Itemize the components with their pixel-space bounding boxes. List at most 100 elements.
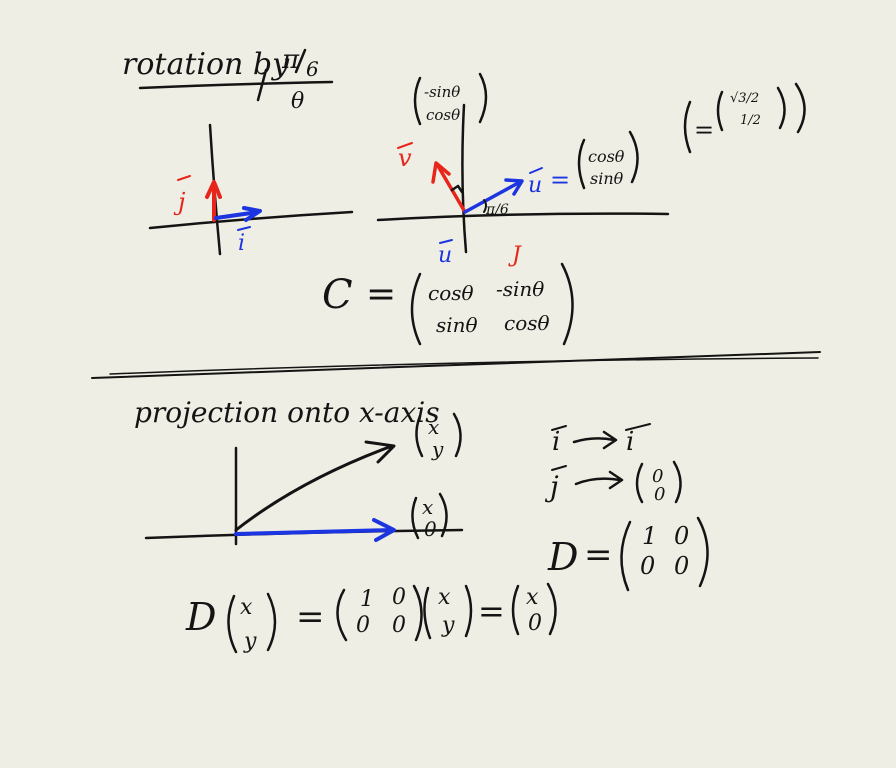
u-label-arrow-mark (529, 167, 543, 174)
map-j-paren-right (672, 460, 682, 504)
v-vec-paren-right (478, 72, 488, 124)
v-vec-top: -sinθ (424, 83, 460, 101)
eq-vec2-top: x (438, 585, 451, 610)
x-axis-middle (376, 212, 670, 222)
section-divider (91, 351, 821, 379)
eq-result-paren-right (546, 582, 557, 636)
basis-mappings: i i j 0 0 (544, 423, 682, 505)
eq-result-paren-left (511, 584, 520, 636)
eq-sign-1: = (296, 597, 325, 637)
u-vec-paren-left (577, 138, 586, 190)
v-label-arrow-mark (397, 142, 413, 149)
eq-matrix-r2c1: 0 (356, 613, 370, 638)
below-u-arrow-mark (439, 239, 453, 244)
angle-mark-label: π/6 (485, 202, 509, 218)
vector-projection-arrow (234, 518, 396, 542)
title-underline (138, 80, 334, 90)
map-j-arrow (574, 470, 624, 490)
matrix-d-r1c2: 0 (674, 522, 689, 550)
map-i-from-arrow-mark (551, 425, 567, 431)
matrix-c: C = cosθ -sinθ sinθ cosθ (322, 262, 574, 346)
u-vec-top: cosθ (588, 147, 625, 166)
eq-matrix-r1c1: 1 (360, 587, 374, 612)
eq-d-name: D (185, 595, 216, 639)
matrix-d-r1c1: 1 (642, 522, 657, 550)
matrix-d: D = 1 0 0 0 (547, 516, 709, 592)
u-label: u (528, 173, 542, 198)
eq-vec2-paren-left (423, 586, 432, 640)
result-paren-left (683, 100, 692, 154)
i-label: i (238, 231, 245, 256)
eq-vec2-bottom: y (441, 613, 455, 638)
standard-basis-plot: j i (148, 123, 354, 256)
matrix-d-name: D (547, 535, 578, 579)
eq-vec2-paren-right (464, 584, 473, 638)
vector-xy-arrow (234, 440, 396, 532)
projection-equation: D x y = 1 0 0 0 x y = x 0 (185, 582, 557, 654)
eq-matrix-paren-right (412, 584, 423, 642)
proj-vec-paren-right (438, 492, 448, 538)
matrix-d-paren-right (696, 516, 709, 588)
matrix-d-eq: = (584, 535, 613, 575)
map-j-from: j (544, 470, 559, 503)
i-vector-arrow (214, 206, 262, 222)
map-i-arrow (572, 430, 618, 450)
eq-result-bottom: 0 (528, 611, 542, 636)
rotation-title: rotation by (122, 47, 290, 82)
xy-vec-paren-right (452, 412, 462, 458)
matrix-c-r1c1: cosθ (428, 281, 474, 305)
projection-plot: x y x 0 (144, 412, 464, 546)
proj-vec-bottom: 0 (424, 517, 437, 541)
matrix-c-r2c2: cosθ (504, 311, 550, 335)
map-j-paren-left (635, 462, 644, 504)
map-j-to-top: 0 (652, 466, 663, 487)
map-j-to-bottom: 0 (654, 484, 665, 505)
map-i-from: i (552, 427, 560, 457)
angle-theta: θ (291, 89, 304, 114)
eq-matrix-r2c2: 0 (392, 613, 406, 638)
result-bottom: 1/2 (740, 113, 761, 128)
j-label-arrow-mark (177, 175, 191, 181)
xy-vec-top: x (428, 415, 439, 439)
below-u-label: u (438, 243, 452, 268)
result-paren-right (794, 82, 806, 134)
v-vec-paren-left (413, 76, 422, 126)
u-column-vector: = cosθ sinθ (550, 130, 639, 194)
map-i-to-arrow-mark (625, 423, 651, 431)
j-label: j (173, 188, 186, 216)
matrix-c-r1c2: -sinθ (496, 277, 544, 301)
map-j-from-arrow-mark (551, 465, 567, 471)
right-angle-mark (450, 184, 464, 194)
v-vec-bottom: cosθ (426, 106, 460, 124)
angle-arc (483, 199, 487, 213)
matrix-d-r2c1: 0 (640, 552, 655, 580)
title-stroke (256, 68, 268, 102)
projection-section: projection onto x-axis x y x 0 i i j (134, 396, 709, 654)
projection-title: projection onto x-axis (134, 396, 440, 429)
v-column-vector: -sinθ cosθ (413, 72, 488, 126)
matrix-c-paren-left (410, 272, 422, 346)
result-paren-inner-left (716, 90, 724, 132)
matrix-d-paren-left (620, 520, 632, 592)
j-vector-arrow (205, 180, 222, 222)
u-vec-bottom: sinθ (590, 169, 624, 188)
angle-fraction-slash (294, 48, 307, 74)
eq-vec-bottom: y (243, 629, 257, 654)
v-label: v (398, 144, 412, 172)
map-i-to: i (626, 427, 634, 457)
eq-sign-2: = (478, 592, 505, 630)
eq-matrix-paren-left (336, 588, 348, 642)
matrix-d-r2c2: 0 (674, 552, 689, 580)
eq-vec-paren-left (227, 594, 238, 654)
angle-denominator: 6 (306, 57, 319, 81)
proj-vec-paren-left (411, 496, 420, 540)
rotated-basis-plot: v u π/6 u J (376, 103, 670, 268)
result-top: √3/2 (730, 91, 759, 106)
eq-vec-top: x (240, 595, 253, 620)
eq-vec-paren-right (266, 592, 277, 652)
matrix-c-eq: = (366, 274, 396, 315)
matrix-c-r2c1: sinθ (436, 313, 478, 337)
u-vec-paren-right (628, 130, 639, 184)
proj-vec-top: x (422, 495, 433, 519)
xy-vec-paren-left (415, 414, 424, 458)
